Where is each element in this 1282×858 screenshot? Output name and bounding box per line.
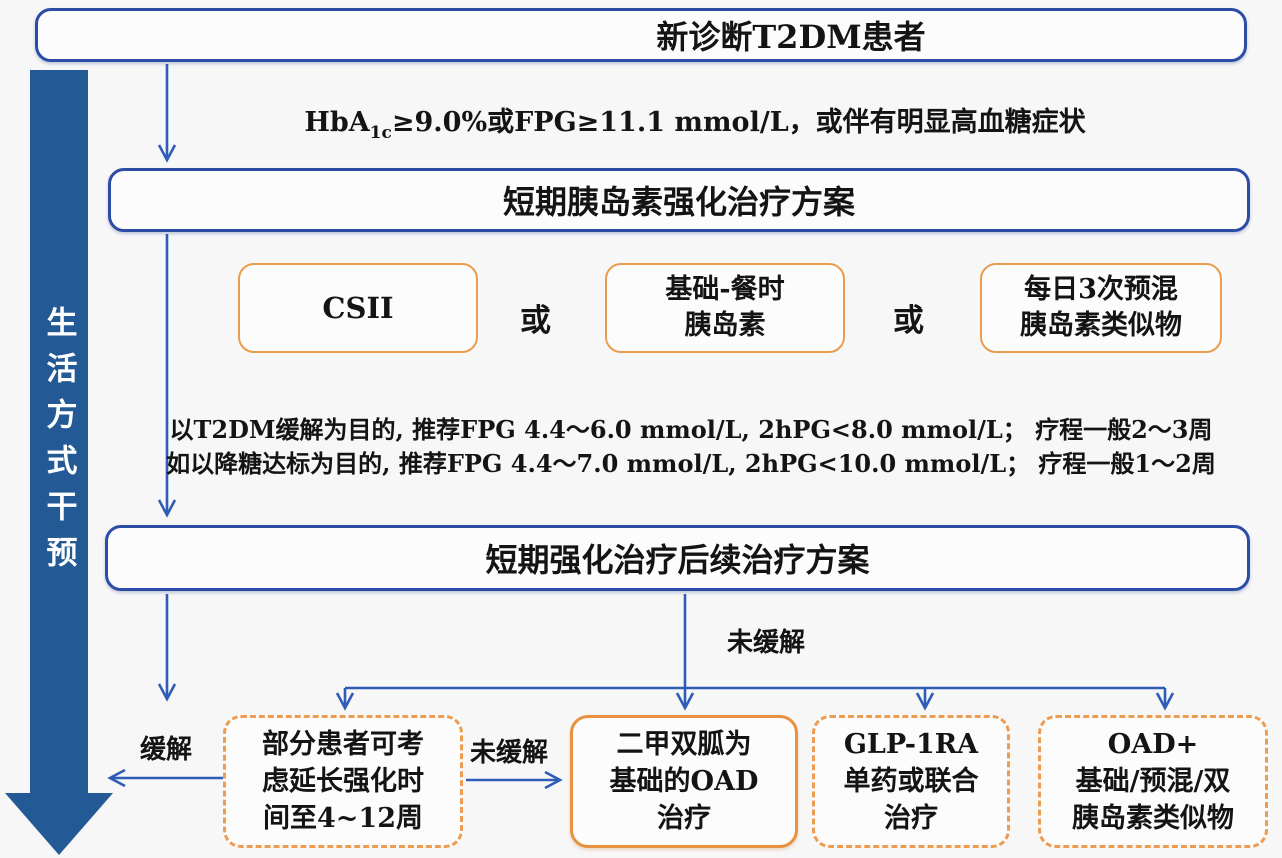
label-not-remission-top: 未缓解 xyxy=(727,628,806,658)
node-extend-intensive: 部分患者可考 虑延长强化时 间至4~12周 xyxy=(223,715,463,848)
node-extend-intensive-line: 间至4~12周 xyxy=(263,803,423,834)
target-notes: 以T2DM缓解为目的, 推荐FPG 4.4～6.0 mmol/L, 2hPG<8… xyxy=(100,413,1282,481)
node-oad-insulin-analog-line: 基础/预混/双 xyxy=(1075,766,1231,797)
node-metformin-oad-line: 治疗 xyxy=(657,803,711,834)
or-label-1: 或 xyxy=(520,303,551,339)
node-metformin-oad-line: 基础的OAD xyxy=(609,766,759,797)
node-new-t2dm-patient: 新诊断T2DM患者 xyxy=(35,8,1247,62)
node-oad-insulin-analog: OAD+ 基础/预混/双 胰岛素类似物 xyxy=(1038,715,1268,848)
option-basal-bolus: 基础-餐时 胰岛素 xyxy=(605,263,845,353)
criteria-hba: HbA xyxy=(304,107,370,138)
option-premix-tid: 每日3次预混 胰岛素类似物 xyxy=(980,263,1222,353)
option-csii: CSII xyxy=(238,263,478,353)
criteria-rest: ≥9.0%或FPG≥11.1 mmol/L，或伴有明显高血糖症状 xyxy=(391,107,1086,138)
option-csii-line: CSII xyxy=(322,291,394,325)
node-metformin-oad: 二甲双胍为 基础的OAD 治疗 xyxy=(570,715,798,848)
lifestyle-arrow-bar xyxy=(30,70,88,795)
node-new-t2dm-patient-label: 新诊断T2DM患者 xyxy=(656,18,926,56)
target-notes-line2: 如以降糖达标为目的, 推荐FPG 4.4～7.0 mmol/L, 2hPG<10… xyxy=(166,449,1216,478)
option-premix-tid-line: 胰岛素类似物 xyxy=(1020,310,1182,341)
node-glp1ra-line: GLP-1RA xyxy=(843,729,979,760)
node-metformin-oad-line: 二甲双胍为 xyxy=(616,729,752,760)
node-intensive-insulin-plan-label: 短期胰岛素强化治疗方案 xyxy=(502,183,855,221)
lifestyle-arrow-label: 生活方式干预 xyxy=(40,306,77,582)
lifestyle-arrow-head xyxy=(5,793,113,855)
label-not-remission-mid: 未缓解 xyxy=(470,738,549,768)
node-oad-insulin-analog-line: 胰岛素类似物 xyxy=(1072,803,1234,834)
option-premix-tid-line: 每日3次预混 xyxy=(1024,274,1178,305)
node-glp1ra-line: 治疗 xyxy=(884,803,938,834)
target-notes-line1: 以T2DM缓解为目的, 推荐FPG 4.4～6.0 mmol/L, 2hPG<8… xyxy=(169,415,1213,444)
criteria-subscript: 1c xyxy=(369,123,392,143)
node-intensive-insulin-plan: 短期胰岛素强化治疗方案 xyxy=(108,168,1250,232)
node-extend-intensive-line: 部分患者可考 xyxy=(262,729,424,760)
node-glp1ra-line: 单药或联合 xyxy=(843,766,979,797)
node-glp1ra: GLP-1RA 单药或联合 治疗 xyxy=(812,715,1010,848)
or-label-2: 或 xyxy=(893,303,924,339)
criteria-text: HbA1c≥9.0%或FPG≥11.1 mmol/L，或伴有明显高血糖症状 xyxy=(120,100,1270,143)
node-extend-intensive-line: 虑延长强化时 xyxy=(262,766,424,797)
node-oad-insulin-analog-line: OAD+ xyxy=(1107,729,1199,760)
option-basal-bolus-line: 胰岛素 xyxy=(684,310,766,341)
lifestyle-arrow: 生活方式干预 xyxy=(30,306,88,582)
node-followup-plan-label: 短期强化治疗后续治疗方案 xyxy=(485,541,870,579)
node-followup-plan: 短期强化治疗后续治疗方案 xyxy=(105,525,1250,591)
option-basal-bolus-line: 基础-餐时 xyxy=(665,274,785,305)
label-remission: 缓解 xyxy=(140,735,193,765)
